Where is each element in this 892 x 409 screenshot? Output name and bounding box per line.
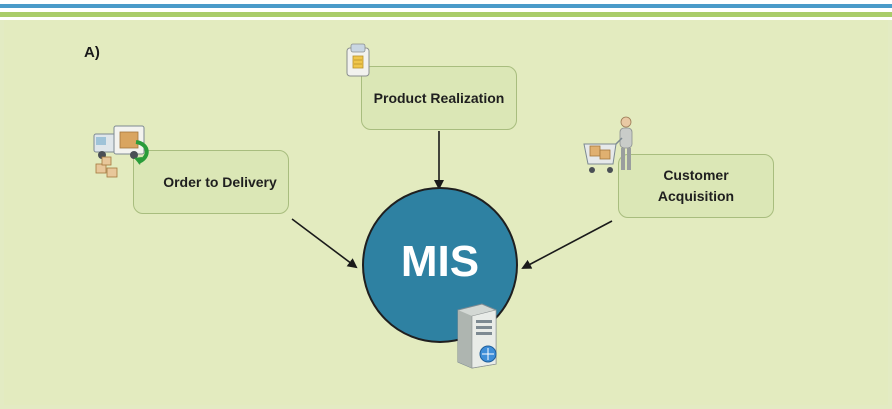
node-product-realization: Product Realization [361, 66, 517, 130]
server-icon [457, 303, 497, 369]
node-order-to-delivery-label: Order to Delivery [163, 173, 277, 190]
mis-label: MIS [400, 237, 480, 286]
figure-label: A) [84, 44, 100, 61]
node-order-to-delivery: Order to Delivery [133, 150, 289, 214]
delivery-truck-icon [93, 125, 149, 178]
header-stripe-green [0, 12, 892, 17]
shopping-cart-person-icon [583, 116, 633, 173]
node-customer-acquisition: Customer Acquisition [618, 154, 774, 218]
header-stripe-blue [0, 4, 892, 8]
arrow-customer-to-mis [521, 220, 613, 269]
node-customer-acquisition-label: Customer Acquisition [657, 167, 735, 204]
product-box-icon [346, 43, 370, 77]
arrow-order-to-mis [291, 218, 358, 269]
node-product-realization-label: Product Realization [373, 89, 505, 106]
top-header-bar [0, 0, 892, 20]
